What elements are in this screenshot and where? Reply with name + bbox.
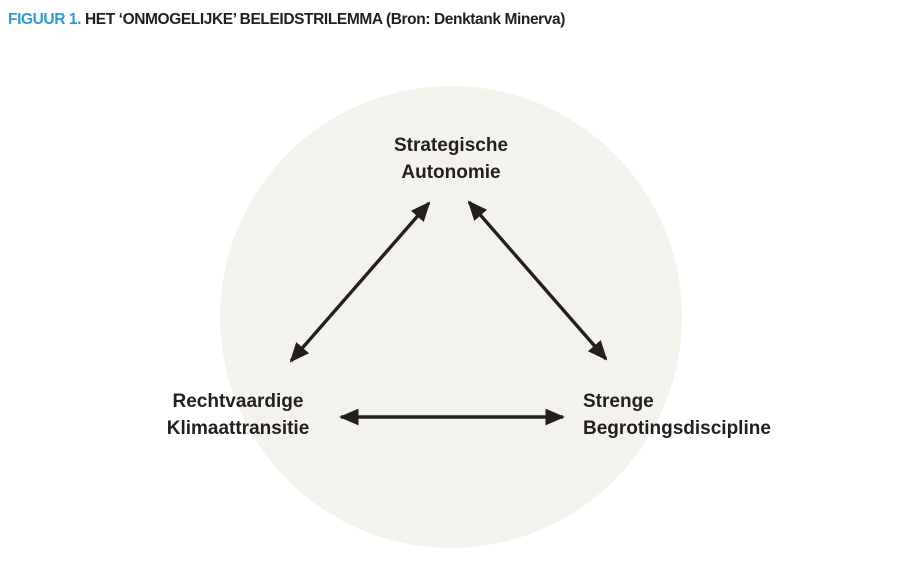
figure-number-label: FIGUUR 1. <box>8 11 82 28</box>
figure-source: (Bron: Denktank Minerva) <box>386 11 566 28</box>
node-left-line2: Klimaattransitie <box>166 418 310 439</box>
figure-title: HET ‘ONMOGELIJKE’ BELEIDSTRILEMMA <box>84 11 383 28</box>
edge-left-top-double-arrow <box>289 201 431 363</box>
node-strenge-begrotingsdiscipline: Strenge Begrotingsdiscipline <box>583 388 813 442</box>
node-left-line1: Rechtvaardige <box>172 391 304 412</box>
node-top-line1: Strategische <box>393 135 509 156</box>
node-rechtvaardige-klimaattransitie: Rechtvaardige Klimaattransitie <box>128 388 348 442</box>
node-right-line2: Begrotingsdiscipline <box>583 418 771 439</box>
node-right-line1: Strenge <box>583 391 654 412</box>
figure-caption: FIGUUR 1. HET ‘ONMOGELIJKE’ BELEIDSTRILE… <box>8 11 565 29</box>
node-top-line2: Autonomie <box>401 162 501 183</box>
edge-right-top-double-arrow <box>467 200 608 361</box>
node-strategische-autonomie: Strategische Autonomie <box>331 132 571 186</box>
